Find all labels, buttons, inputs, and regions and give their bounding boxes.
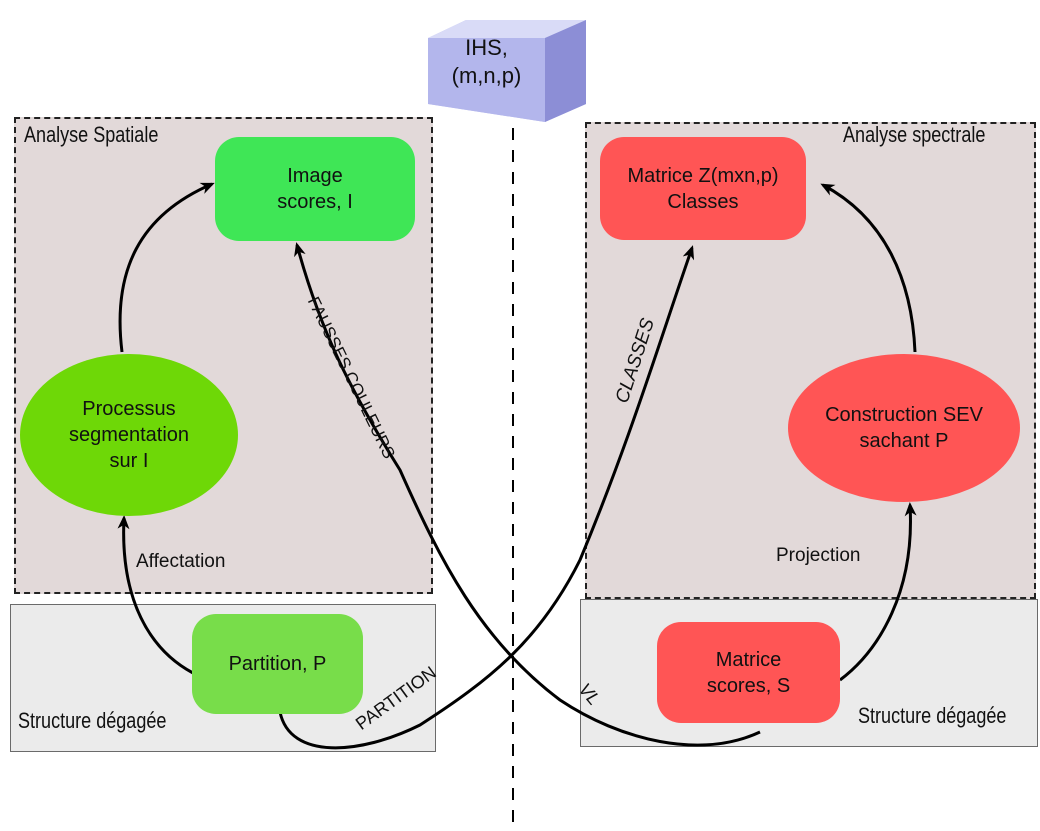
partition-node-label: Partition, P xyxy=(228,653,327,675)
segmentation-process-node: Processus segmentation sur I xyxy=(20,354,238,516)
arrow-partition-to-process xyxy=(117,515,194,675)
arrow-scores-to-construction xyxy=(839,502,917,682)
projection-label: Projection xyxy=(776,545,861,566)
left-structure-title: Structure dégagée xyxy=(18,708,167,733)
construction-node-line-2: sachant P xyxy=(859,430,949,452)
construction-sev-node: Construction SEV sachant P xyxy=(788,354,1020,502)
construction-node-line-1: Construction SEV xyxy=(825,404,983,426)
arrow-construction-to-matrix xyxy=(820,183,917,353)
cube-label: IHS, (m,n,p) xyxy=(428,34,545,89)
matrix-node-line-2: Classes xyxy=(667,190,739,213)
arrow-partition-to-classes xyxy=(278,245,695,750)
matrix-node-line-1: Matrice Z(mxn,p) xyxy=(627,164,779,187)
spatial-analysis-title: Analyse Spatiale xyxy=(24,122,159,147)
cube-line-1: IHS, xyxy=(465,35,508,60)
ihs-cube xyxy=(428,20,586,122)
image-node-line-1: Image xyxy=(287,165,343,187)
cube-line-2: (m,n,p) xyxy=(451,62,522,88)
scores-node-line-1: Matrice xyxy=(715,648,782,671)
image-node-line-2: scores, I xyxy=(277,191,353,213)
affectation-label: Affectation xyxy=(136,551,226,572)
scores-node-line-2: scores, S xyxy=(706,674,791,697)
spectral-analysis-title: Analyse spectrale xyxy=(843,122,986,147)
right-structure-title: Structure dégagée xyxy=(858,703,1007,728)
process-node-line-1: Processus xyxy=(82,398,176,420)
arrow-scores-to-image xyxy=(294,242,761,747)
matrix-z-node: Matrice Z(mxn,p) Classes xyxy=(600,137,806,240)
process-node-line-3: sur I xyxy=(109,450,149,472)
matrix-scores-node: Matrice scores, S xyxy=(657,622,840,723)
partition-node: Partition, P xyxy=(192,614,363,714)
arrow-process-to-image xyxy=(118,182,215,353)
image-scores-node: Image scores, I xyxy=(215,137,415,241)
process-node-line-2: segmentation xyxy=(68,424,190,446)
